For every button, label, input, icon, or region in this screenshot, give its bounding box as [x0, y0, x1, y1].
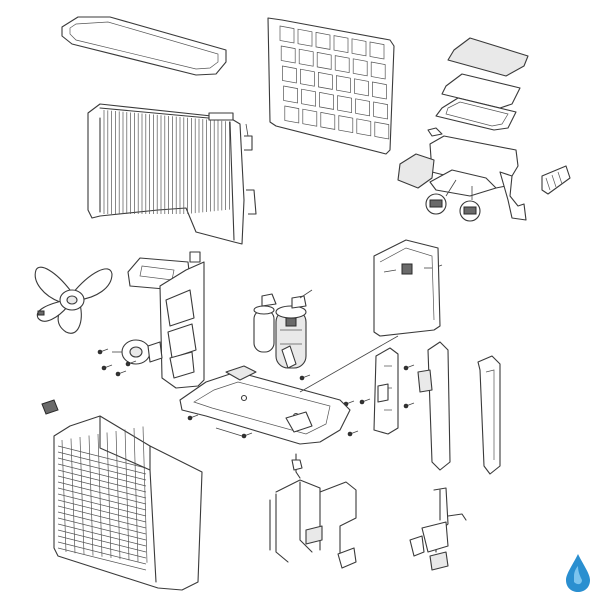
screw-icon	[241, 433, 247, 439]
control-box-lid-part	[435, 37, 529, 131]
refrigerant-piping-part	[269, 453, 357, 569]
screw-icon	[403, 365, 409, 371]
control-box-part	[397, 127, 527, 222]
top-cover-part	[61, 16, 227, 76]
terminal-block-part	[541, 165, 571, 195]
screw-icon	[101, 365, 107, 371]
motor-bracket-part	[127, 251, 205, 389]
valve-bracket-part	[373, 347, 399, 435]
condenser-coil-part	[87, 103, 257, 245]
screw-icon	[347, 431, 353, 437]
screw-icon	[403, 403, 409, 409]
screw-icon	[97, 349, 103, 355]
front-panel-highlighted-part	[41, 399, 203, 591]
rear-grille-part	[267, 17, 395, 155]
right-side-strip-part	[417, 341, 451, 471]
service-valve-piping-part	[409, 487, 467, 571]
fan-blade-part	[34, 266, 113, 334]
fan-motor-part	[112, 339, 163, 365]
side-partition-part	[373, 239, 441, 337]
screw-icon	[359, 399, 365, 405]
water-drop-logo-icon	[566, 554, 590, 592]
screw-icon	[299, 375, 305, 381]
screw-part	[97, 264, 443, 441]
screw-icon	[125, 361, 131, 367]
service-panel-part	[477, 355, 501, 475]
compressor-part	[253, 289, 313, 369]
screw-icon	[115, 371, 121, 377]
screw-icon	[187, 415, 193, 421]
base-plate-part	[179, 335, 399, 445]
